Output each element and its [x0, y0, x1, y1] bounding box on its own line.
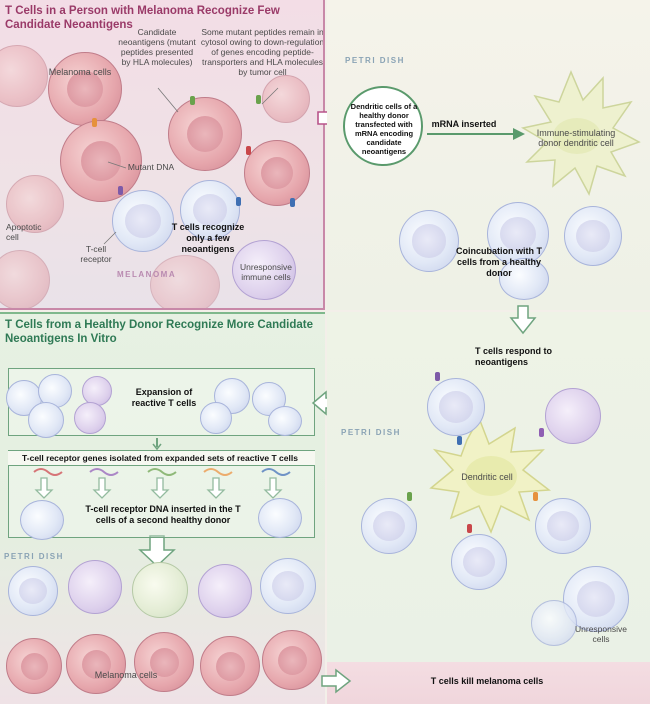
receptor-green	[407, 492, 412, 501]
receptor-red	[246, 146, 251, 155]
unresponsive-immune-cell	[232, 240, 296, 300]
unresponsive-cell	[563, 566, 629, 632]
label-immune-stimulating: Immune-stimulating donor dendritic cell	[536, 128, 616, 148]
receptor-orange	[92, 118, 97, 127]
t-cell	[535, 498, 591, 554]
t-cell	[68, 560, 122, 614]
label-mrna-inserted: mRNA inserted	[431, 119, 497, 129]
label-expansion: Expansion of reactive T cells	[131, 387, 197, 408]
label-dendritic-note: Dendritic cells of a healthy donor trans…	[350, 102, 418, 156]
label-dna-inserted: T-cell receptor DNA inserted in the T ce…	[85, 504, 241, 525]
t-cell	[427, 378, 485, 436]
arrow-to-petri-dish	[138, 535, 176, 568]
melanoma-cell	[150, 255, 220, 308]
label-melanoma-tag: MELANOMA	[117, 270, 177, 279]
label-t-cells-respond: T cells respond to neoantigens	[475, 346, 553, 367]
panel3-title: T Cells from a Healthy Donor Recognize M…	[5, 319, 313, 345]
receptor-blue	[290, 198, 295, 207]
t-cell	[198, 564, 252, 618]
receptor-orange	[533, 492, 538, 501]
transfected-dendritic-callout: Dendritic cells of a healthy donor trans…	[343, 86, 423, 166]
t-cell	[20, 500, 64, 540]
panel-melanoma-patient: T Cells in a Person with Melanoma Recogn…	[0, 0, 325, 310]
t-cell	[180, 180, 240, 240]
apoptotic-cell	[6, 175, 64, 233]
receptor-purple	[435, 372, 440, 381]
label-t-cells-recognize: T cells recognize only a few neoantigens	[171, 222, 245, 254]
panel-healthy-donor: T Cells from a Healthy Donor Recognize M…	[0, 312, 325, 704]
receptor-green	[190, 96, 195, 105]
dendritic-nucleus	[553, 118, 601, 154]
melanoma-cell	[0, 45, 48, 107]
label-petri-dish-4: PETRI DISH	[341, 428, 401, 437]
melanoma-cell	[262, 75, 310, 123]
t-cell	[214, 378, 250, 414]
label-melanoma-cells-3: Melanoma cells	[94, 670, 158, 680]
receptor-purple	[118, 186, 123, 195]
receptor-blue	[457, 436, 462, 445]
panel1-title: T Cells in a Person with Melanoma Recogn…	[5, 5, 280, 31]
t-cell	[74, 402, 106, 434]
label-petri-dish: PETRI DISH	[345, 56, 405, 65]
label-unresponsive-cells: Unresponsive cells	[575, 624, 627, 644]
label-melanoma-cells: Melanoma cells	[48, 67, 112, 77]
t-cell	[200, 402, 232, 434]
label-unresponsive-immune-cells: Unresponsive immune cells	[240, 262, 292, 282]
label-receptor-genes: T-cell receptor genes isolated from expa…	[22, 453, 298, 463]
melanoma-cell	[262, 630, 322, 690]
arrow-mrna-head	[513, 128, 525, 140]
t-cell	[260, 558, 316, 614]
label-t-cells-kill: T cells kill melanoma cells	[430, 676, 544, 686]
panel-t-cells-kill: T cells kill melanoma cells	[327, 662, 650, 704]
t-cell	[268, 406, 302, 436]
melanoma-cell	[66, 634, 126, 694]
t-cell	[112, 190, 174, 252]
gene-to-cell-arrows	[34, 477, 283, 499]
t-cell	[499, 258, 549, 300]
label-mutant-peptides-note: Some mutant peptides remain in cytosol o…	[200, 27, 325, 77]
t-cell	[399, 210, 459, 272]
t-cell	[361, 498, 417, 554]
t-cell	[258, 498, 302, 538]
melanoma-cell	[244, 140, 310, 206]
melanoma-cell	[200, 636, 260, 696]
melanoma-cell	[134, 632, 194, 692]
label-t-cell-receptor: T-cell receptor	[80, 244, 112, 264]
label-petri-dish-3: PETRI DISH	[4, 552, 64, 561]
dna-strands	[33, 468, 291, 476]
t-cell	[545, 388, 601, 444]
receptor-green	[256, 95, 261, 104]
label-candidate-neoantigens: Candidate neoantigens (mutant peptides p…	[118, 27, 196, 67]
dendritic-nucleus	[465, 456, 517, 496]
panel-t-cells-respond: T cells respond to neoantigens PETRI DIS…	[327, 312, 650, 662]
t-cell	[451, 534, 507, 590]
label-dendritic-cell: Dendritic cell	[461, 472, 513, 482]
panel4-shapes	[429, 416, 552, 534]
t-cell	[132, 562, 188, 618]
receptor-purple	[539, 428, 544, 437]
melanoma-cell	[168, 97, 242, 171]
label-coincubation: Coincubation with T cells from a healthy…	[456, 246, 542, 278]
t-cell	[564, 206, 622, 266]
label-apoptotic-cell: Apoptotic cell	[6, 222, 42, 242]
melanoma-cell	[60, 120, 142, 202]
label-mutant-dna: Mutant DNA	[127, 162, 175, 172]
panel2-shapes	[427, 70, 641, 196]
melanoma-cell	[6, 638, 62, 694]
melanoma-cell	[0, 250, 50, 308]
receptor-genes-bar: T-cell receptor genes isolated from expa…	[8, 450, 315, 466]
unresponsive-cell	[531, 600, 577, 646]
receptor-red	[467, 524, 472, 533]
t-cell	[8, 566, 58, 616]
panel3-arrows	[33, 438, 291, 568]
receptor-blue	[236, 197, 241, 206]
t-cell	[28, 402, 64, 438]
arrow-to-response	[509, 305, 537, 335]
arrow-to-kill	[321, 668, 352, 694]
panel1-leader-lines	[103, 87, 279, 245]
